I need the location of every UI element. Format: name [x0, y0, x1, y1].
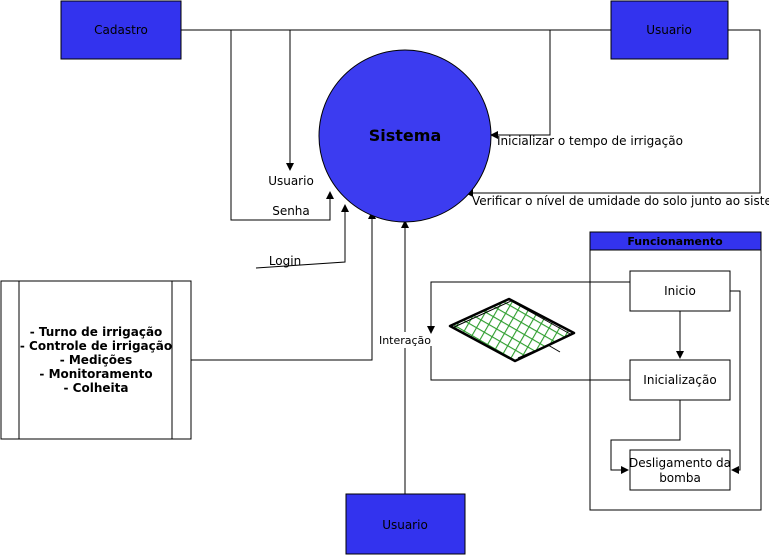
usuario-top-label: Usuario — [646, 23, 692, 37]
cadastro-label: Cadastro — [94, 23, 148, 37]
hatched-sketch-shape — [448, 297, 576, 363]
datastore-line-4: - Monitoramento — [39, 367, 152, 381]
hatched-sketch-outline — [451, 300, 573, 359]
cadastro-entity — [60, 0, 182, 60]
datastore-line-2: - Controle de irrigação — [20, 339, 172, 353]
desligamento-label-2: bomba — [659, 471, 701, 485]
funcionamento-header — [589, 231, 762, 251]
inicializacao-label: Inicialização — [643, 373, 716, 387]
inicio-desligamento-arrow — [730, 290, 741, 474]
datastore-line-5: - Colheita — [64, 381, 129, 395]
sistema-process — [318, 49, 492, 223]
interacao-flow-label: Interação — [379, 334, 431, 347]
sistema-label: Sistema — [369, 126, 442, 145]
inicializacao-desligamento-arrow — [610, 400, 681, 474]
usuario-bottom-label: Usuario — [382, 518, 428, 532]
datastore-line-1: - Turno de irrigação — [30, 325, 163, 339]
inicializar-flow-arrow — [490, 30, 551, 139]
datastore-dividers — [18, 281, 173, 439]
login-flow-arrow — [255, 204, 349, 269]
inicio-box — [629, 270, 731, 312]
verificar-flow-arrow — [465, 29, 761, 197]
senha-flow-label: Senha — [272, 204, 310, 218]
login-flow-label: Login — [269, 254, 301, 268]
interacao-label-bg — [380, 332, 430, 348]
desligamento-label-1: Desligamento da — [629, 456, 731, 470]
inicializar-flow-label: Inicializar o tempo de irrigação — [497, 134, 683, 148]
inicio-label: Inicio — [664, 284, 696, 298]
inicio-interacao-arrow — [427, 281, 630, 334]
datastore — [0, 280, 192, 440]
senha-flow-arrow — [230, 30, 334, 221]
usuario-flow-label: Usuario — [268, 174, 314, 188]
datastore-line-3: - Medições — [60, 353, 133, 367]
datastore-flow-arrow — [191, 211, 376, 361]
inicializacao-interacao-line — [430, 346, 630, 381]
connectors — [181, 29, 761, 494]
funcionamento-title: Funcionamento — [627, 235, 723, 248]
usuario-bottom-entity — [345, 493, 466, 555]
desligamento-box — [629, 449, 731, 491]
inicializacao-box — [629, 359, 731, 401]
usuario-top-entity — [610, 0, 729, 60]
verificar-flow-label: Verificar o nível de umidade do solo jun… — [472, 194, 769, 208]
